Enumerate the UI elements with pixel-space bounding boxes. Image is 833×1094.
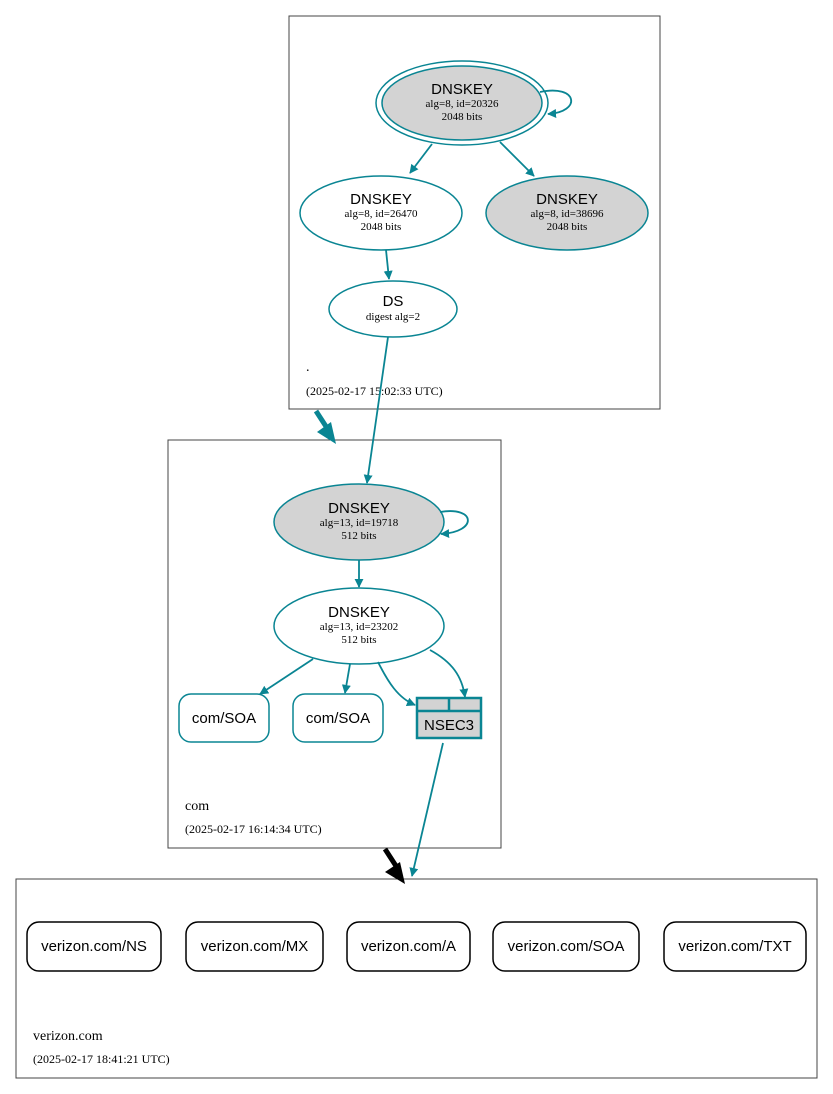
node-bits: 512 bits [341,530,376,542]
node-alg-id: alg=8, id=38696 [531,208,604,220]
rr-label: verizon.com/NS [41,938,147,955]
root-ds-node[interactable]: DS digest alg=2 [328,280,458,338]
com-dnskey-ksk-node[interactable]: DNSKEY alg=13, id=19718 512 bits [273,483,445,561]
edge-com-zsk-to-soa1 [259,658,314,695]
zone-com: DNSKEY alg=13, id=19718 512 bits DNSKEY … [167,439,502,849]
zone-name: com [185,799,209,814]
verizon-mx-node[interactable]: verizon.com/MX [185,921,324,972]
root-dnskey-zsk-38696-node[interactable]: DNSKEY alg=8, id=38696 2048 bits [485,175,649,251]
node-bits: 2048 bits [547,221,588,233]
rr-label: NSEC3 [424,717,474,734]
node-alg-id: alg=8, id=26470 [345,208,418,220]
node-bits: 2048 bits [442,111,483,123]
node-alg-id: alg=13, id=23202 [320,621,398,633]
zone-timestamp: (2025-02-17 15:02:33 UTC) [306,384,443,398]
zone-verizon: verizon.com/NS verizon.com/MX verizon.co… [15,878,818,1079]
rr-label: com/SOA [192,710,256,727]
rr-label: verizon.com/MX [201,938,309,955]
edges [259,89,573,884]
node-alg-id: alg=13, id=19718 [320,517,399,529]
zone-root: DNSKEY alg=8, id=20326 2048 bits DNSKEY … [288,15,661,410]
rr-label: verizon.com/A [361,938,456,955]
node-alg-id: alg=8, id=20326 [426,98,499,110]
zone-timestamp: (2025-02-17 16:14:34 UTC) [185,822,322,836]
root-dnskey-ksk-node[interactable]: DNSKEY alg=8, id=20326 2048 bits [375,60,549,146]
edge-com-zsk-to-nsec3-a [377,661,416,707]
rr-label: com/SOA [306,710,370,727]
delegation-com-to-verizon [382,847,405,884]
com-soa-node-2[interactable]: com/SOA [292,693,384,743]
edge-com-ksk-self [439,510,469,539]
edge-ds-to-com-ksk [363,336,389,484]
node-bits: 2048 bits [361,221,402,233]
edge-com-zsk-to-soa2 [341,663,351,694]
verizon-ns-node[interactable]: verizon.com/NS [26,921,162,972]
zone-name: . [306,360,310,375]
node-title: DNSKEY [328,500,390,517]
node-title: DNSKEY [431,81,493,98]
verizon-soa-node[interactable]: verizon.com/SOA [492,921,640,972]
zone-timestamp: (2025-02-17 18:41:21 UTC) [33,1052,170,1066]
verizon-txt-node[interactable]: verizon.com/TXT [663,921,807,972]
edge-root-zsk1-to-ds [383,249,393,280]
edge-nsec3-to-verizon [409,742,444,877]
edge-com-zsk-to-nsec3-b [429,649,469,698]
com-nsec3-node[interactable]: NSEC3 [415,696,483,740]
verizon-a-node[interactable]: verizon.com/A [346,921,471,972]
node-title: DNSKEY [350,191,412,208]
node-digest: digest alg=2 [366,311,420,323]
com-soa-node-1[interactable]: com/SOA [178,693,270,743]
edge-root-ksk-self [539,89,573,119]
node-bits: 512 bits [341,634,376,646]
node-title: DS [383,293,404,310]
delegation-root-to-com [313,409,336,444]
com-dnskey-zsk-node[interactable]: DNSKEY alg=13, id=23202 512 bits [273,587,445,665]
root-dnskey-zsk-26470-node[interactable]: DNSKEY alg=8, id=26470 2048 bits [299,175,463,251]
rr-label: verizon.com/TXT [678,938,791,955]
rr-label: verizon.com/SOA [508,938,625,955]
edge-root-ksk-to-zsk2 [499,141,535,177]
zone-name: verizon.com [33,1029,103,1044]
node-title: DNSKEY [536,191,598,208]
edge-root-ksk-to-zsk1 [409,143,433,174]
node-title: DNSKEY [328,604,390,621]
